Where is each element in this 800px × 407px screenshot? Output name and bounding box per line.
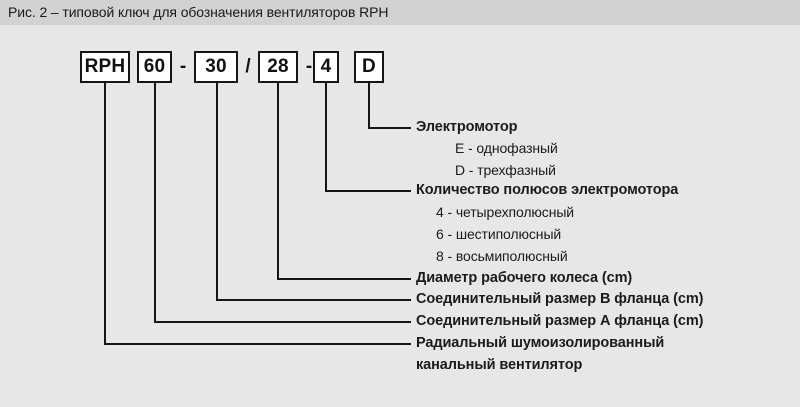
legend-option-poles-4: 4 - четырехполюсный: [436, 204, 575, 220]
code-separator-dash-1: -: [179, 56, 187, 77]
leader-vline-flange-b: [216, 83, 218, 301]
leader-hline-flange-a: [154, 321, 411, 323]
legend-title-flange-a: Соединительный размер А фланца (cm): [416, 313, 704, 329]
leader-hline-flange-b: [216, 299, 411, 301]
code-box-flange-b: 30: [194, 51, 238, 83]
figure-caption-bar: [0, 0, 800, 25]
legend-option-motor-single-phase: E - однофазный: [455, 140, 558, 156]
figure-caption: Рис. 2 – типовой ключ для обозначения ве…: [8, 4, 389, 20]
leader-vline-impeller-diameter: [277, 83, 279, 280]
legend-title-series-line2: канальный вентилятор: [416, 357, 583, 373]
leader-hline-impeller-diameter: [277, 278, 411, 280]
legend-option-motor-three-phase: D - трехфазный: [455, 162, 556, 178]
code-box-flange-a: 60: [137, 51, 172, 83]
legend-option-poles-8: 8 - восьмиполюсный: [436, 248, 568, 264]
legend-title-pole-count: Количество полюсов электромотора: [416, 182, 679, 198]
legend-option-poles-6: 6 - шестиполюсный: [436, 226, 562, 242]
code-separator-slash: /: [245, 56, 251, 77]
leader-vline-motor-type: [368, 83, 370, 129]
code-box-impeller-diameter: 28: [258, 51, 298, 83]
leader-vline-flange-a: [154, 83, 156, 323]
leader-vline-pole-count: [325, 83, 327, 192]
legend-title-series-line1: Радиальный шумоизолированный: [416, 335, 665, 351]
legend-title-impeller-diameter: Диаметр рабочего колеса (cm): [416, 270, 633, 286]
leader-hline-pole-count: [325, 190, 411, 192]
leader-hline-series: [104, 343, 411, 345]
code-box-series: RPH: [80, 51, 130, 83]
code-box-pole-count: 4: [313, 51, 339, 83]
legend-title-flange-b: Соединительный размер В фланца (cm): [416, 291, 704, 307]
code-separator-dash-2: -: [305, 56, 313, 77]
legend-title-motor-type: Электромотор: [416, 119, 518, 135]
code-box-motor-type: D: [354, 51, 384, 83]
leader-vline-series: [104, 83, 106, 345]
leader-hline-motor-type: [368, 127, 411, 129]
